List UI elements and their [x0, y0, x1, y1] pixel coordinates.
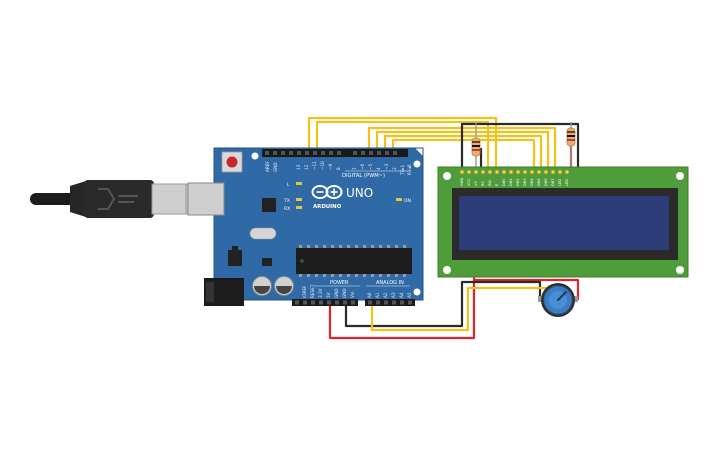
- wire-pin11[interactable]: [315, 120, 490, 168]
- pin-label: A2: [383, 292, 388, 298]
- digital-header-label: DIGITAL (PWM~): [342, 173, 385, 179]
- pin-label: 5V: [326, 292, 331, 298]
- lcd-pin-labels: GND VCC V0 RS RW E DB0 DB1 DB2 DB3 DB4 D…: [460, 178, 569, 186]
- pin-label: A4: [399, 292, 404, 298]
- capacitor: [252, 276, 272, 296]
- analog-header: [365, 299, 415, 306]
- arduino-logo: [311, 185, 343, 199]
- arduino-board[interactable]: AREF GND 13 12 ~11 ~10 ~9 8 7 ~6 ~5 4 ~3…: [187, 147, 424, 306]
- led-on: [396, 198, 402, 201]
- power-header: [292, 299, 358, 306]
- brand-label: ARDUINO: [313, 204, 342, 210]
- tx-label: TX: [283, 198, 290, 204]
- lcd-pin-label: DB5: [537, 178, 541, 186]
- l-label: L: [287, 182, 290, 188]
- digital-header-pins: [265, 151, 397, 155]
- small-chip: [262, 258, 272, 266]
- pin-label: RX◂0: [407, 164, 412, 175]
- led-l: [296, 182, 302, 185]
- pin-label: ~11: [312, 161, 317, 170]
- analog-pin-labels: A0 A1 A2 A3 A4 A5: [367, 292, 412, 298]
- analog-header-label: ANALOG IN: [376, 280, 404, 286]
- lcd-pin-label: E: [495, 183, 499, 186]
- atmega-chip: [296, 245, 412, 277]
- lcd-screen: [459, 196, 669, 250]
- pin-label: ~6: [360, 163, 365, 170]
- lcd-pin-label: RS: [481, 181, 485, 186]
- lcd-module[interactable]: GND VCC V0 RS RW E DB0 DB1 DB2 DB3 DB4 D…: [437, 166, 689, 278]
- power-pin-labels: IOREF RESET 3.3V 5V GND GND Vin: [302, 284, 355, 298]
- pin-label: TX▸1: [400, 164, 405, 176]
- pin-label: AREF: [265, 161, 270, 172]
- usb-port: [187, 182, 225, 216]
- crystal: [249, 227, 277, 240]
- led-rx: [296, 206, 302, 209]
- pin-label: 7: [352, 167, 357, 170]
- reset-button-icon[interactable]: [221, 151, 243, 173]
- pin-label: ~9: [328, 163, 333, 170]
- lcd-pin-label: DB4: [530, 178, 534, 186]
- pin-label: GND: [342, 288, 347, 298]
- lcd-pin-label: LED: [565, 179, 569, 186]
- pin-label: A5: [407, 292, 412, 298]
- pin-label: 4: [376, 167, 381, 170]
- lcd-pin-label: DB6: [544, 178, 548, 186]
- pin-label: Vin: [350, 291, 355, 298]
- model-label: UNO: [346, 186, 373, 200]
- wire-gnd-black-2[interactable]: [460, 122, 580, 168]
- digital-header: [262, 149, 408, 157]
- pin-label: RESET: [310, 284, 315, 298]
- regulator: [228, 250, 242, 266]
- pin-label: 13: [296, 164, 301, 170]
- rx-label: RX: [284, 206, 290, 212]
- potentiometer-icon[interactable]: [538, 283, 578, 317]
- pin-label: GND: [334, 288, 339, 298]
- pin-label: 12: [304, 164, 309, 170]
- pin-label: GND: [273, 162, 278, 172]
- wire-5v-red-2[interactable]: [474, 278, 580, 300]
- pin-label: A3: [391, 292, 396, 298]
- wire-pin12[interactable]: [307, 116, 498, 168]
- usb-cable-icon[interactable]: [30, 180, 213, 218]
- wire-gnd-black[interactable]: [344, 280, 542, 328]
- lcd-pin-label: DB1: [509, 178, 513, 186]
- pin-label: A0: [367, 292, 372, 298]
- resistor-icon[interactable]: [471, 122, 481, 168]
- pin-label: A1: [375, 292, 380, 298]
- resistor-icon[interactable]: [566, 122, 576, 168]
- on-label: ON: [404, 198, 411, 204]
- pin-label: ~10: [320, 161, 325, 170]
- pin-label: 8: [336, 167, 341, 170]
- lcd-pin-label: DB2: [516, 178, 520, 186]
- lcd-pin-label: DB3: [523, 178, 527, 186]
- usb-chip: [262, 198, 276, 212]
- lcd-pin-label: DB7: [551, 178, 555, 186]
- pin-label: 2: [392, 167, 397, 170]
- lcd-pin-label: GND: [460, 178, 464, 186]
- capacitor: [274, 276, 294, 296]
- wire-pin2[interactable]: [391, 138, 536, 168]
- lcd-pin-label: VCC: [467, 178, 471, 186]
- power-header-label: POWER: [330, 280, 349, 286]
- lcd-pin-label: LED: [558, 179, 562, 186]
- lcd-pin-label: RW: [488, 180, 492, 186]
- pin-label: ~3: [384, 163, 389, 170]
- pin-label: IOREF: [302, 285, 307, 298]
- top-pin-labels: AREF GND 13 12 ~11 ~10 ~9 8 7 ~6 ~5 4 ~3…: [265, 161, 412, 176]
- pin-label: ~5: [368, 163, 373, 170]
- lcd-pin-pads: [459, 169, 570, 175]
- led-tx: [296, 198, 302, 201]
- lcd-pin-label: DB0: [502, 178, 506, 186]
- pin-label: 3.3V: [318, 288, 323, 298]
- lcd-pin-label: V0: [474, 181, 478, 186]
